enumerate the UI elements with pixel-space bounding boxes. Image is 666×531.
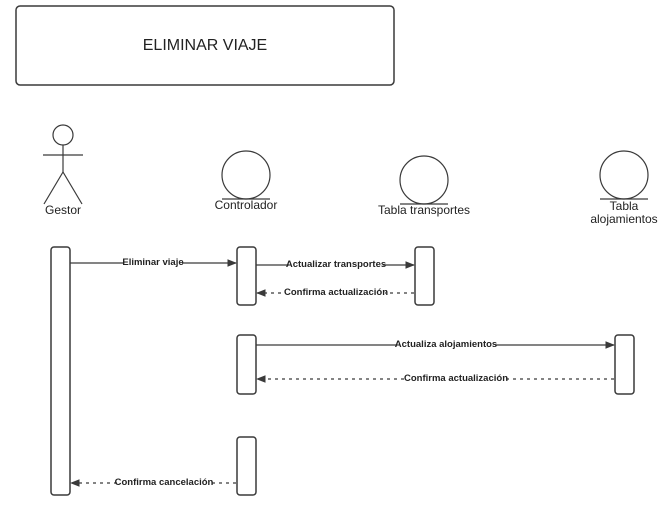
- participant-gestor-label: Gestor: [45, 203, 81, 217]
- message-actualiza-alojamientos-label: Actualiza alojamientos: [395, 339, 497, 350]
- controlador-activation-bar-1: [236, 246, 257, 306]
- title-box: [15, 5, 395, 86]
- message-confirma-cancelacion-label: Confirma cancelación: [115, 477, 214, 488]
- controlador-activation-bar-2: [236, 334, 257, 395]
- message-actualizar-transportes-label: Actualizar transportes: [286, 259, 386, 270]
- message-label-bg: [397, 338, 495, 350]
- participant-controlador-label: Controlador: [215, 198, 278, 212]
- controlador-activation-bar-3: [236, 436, 257, 496]
- transportes-activation-bar: [414, 246, 435, 306]
- alojamientos-activation-bar: [614, 334, 635, 395]
- controlador-icon: [221, 150, 271, 200]
- message-label-bg: [117, 476, 212, 488]
- participant-alojamientos-label-1: Tabla: [610, 199, 639, 213]
- tabla-transportes-icon: [399, 155, 449, 205]
- actor-gestor-icon: [43, 124, 83, 205]
- message-label-bg: [289, 258, 383, 270]
- participant-transportes-label: Tabla transportes: [378, 203, 470, 217]
- diagram-title: ELIMINAR VIAJE: [143, 37, 267, 54]
- gestor-activation-bar: [50, 246, 71, 496]
- message-confirma-actualizacion-1-label: Confirma actualización: [284, 287, 388, 298]
- message-label-bg: [406, 372, 505, 384]
- message-eliminar-viaje-label: Eliminar viaje: [122, 257, 183, 268]
- message-confirma-actualizacion-2-label: Confirma actualización: [404, 373, 508, 384]
- participant-alojamientos-label-2: alojamientos: [590, 212, 657, 226]
- message-label-bg: [124, 256, 182, 268]
- message-label-bg: [286, 286, 385, 298]
- tabla-alojamientos-icon: [599, 150, 649, 200]
